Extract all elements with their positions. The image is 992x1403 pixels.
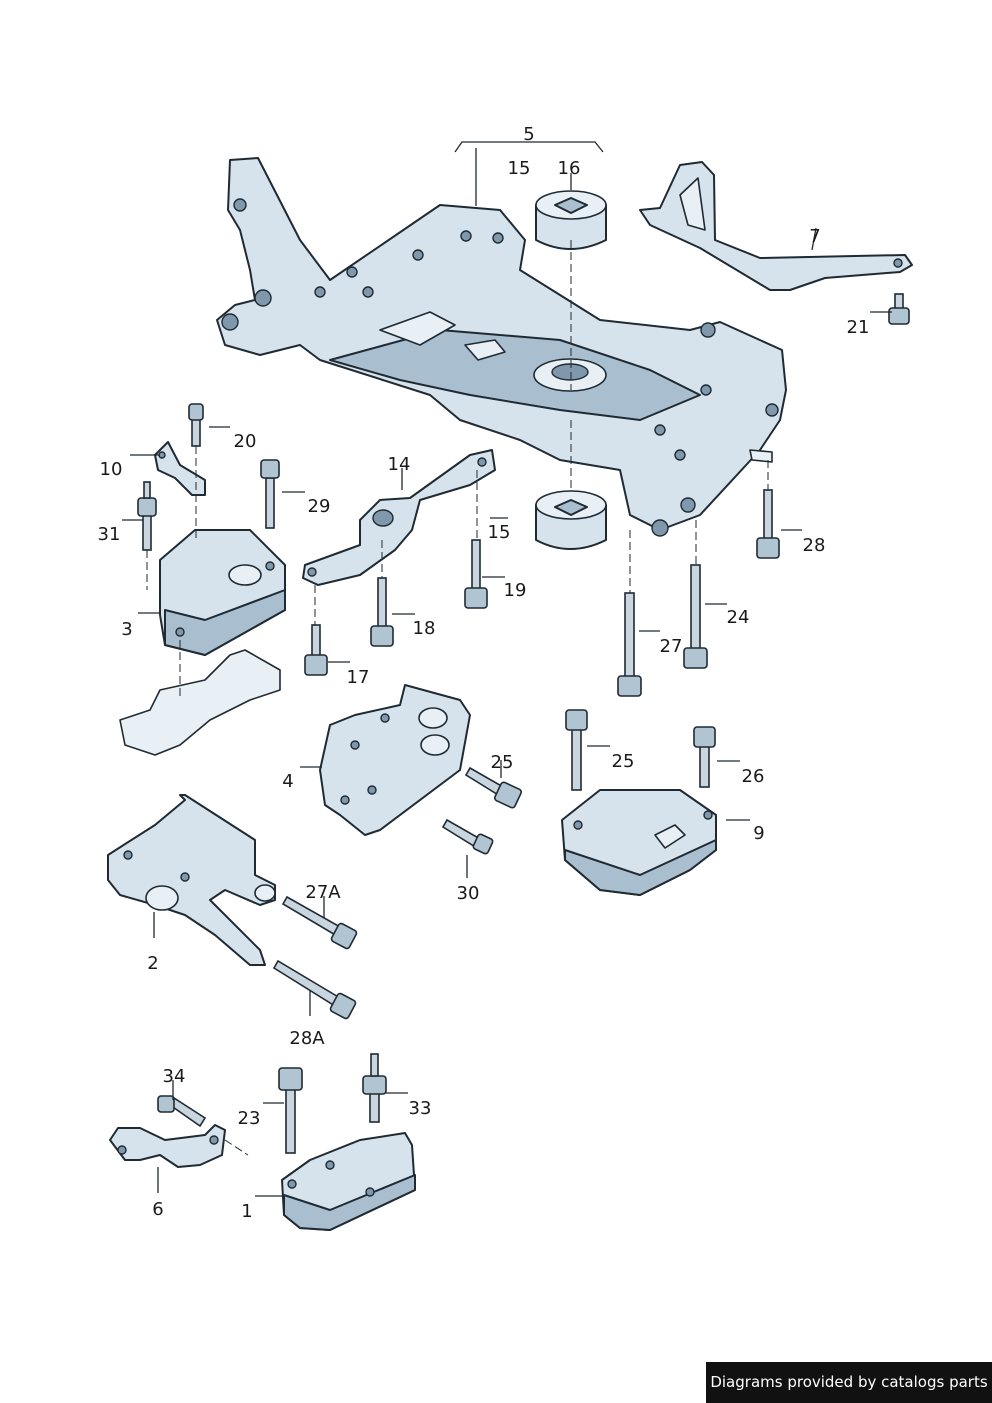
footer-credit: Diagrams provided by catalogs parts bbox=[706, 1362, 992, 1403]
bolt-part-24 bbox=[683, 564, 708, 669]
callout-28: 28 bbox=[803, 535, 826, 556]
callout-20: 20 bbox=[234, 431, 257, 452]
bolt-part-25-vertical bbox=[565, 709, 588, 791]
callout-2: 2 bbox=[147, 953, 158, 974]
bolt-part-30 bbox=[441, 818, 494, 855]
bolt-part-27 bbox=[617, 592, 642, 697]
subframe-part-5 bbox=[216, 157, 787, 537]
callout-27A: 27A bbox=[305, 882, 341, 903]
bracket-part-10 bbox=[154, 441, 206, 496]
bolt-part-25-horizontal bbox=[464, 766, 523, 809]
callout-24: 24 bbox=[727, 607, 750, 628]
callout-23: 23 bbox=[238, 1108, 261, 1129]
callout-25-horizontal: 25 bbox=[491, 752, 514, 773]
bolt-part-28A bbox=[272, 959, 357, 1020]
callout-18: 18 bbox=[413, 618, 436, 639]
callout-3: 3 bbox=[121, 619, 132, 640]
bracket-part-6 bbox=[109, 1124, 226, 1168]
callout-28A: 28A bbox=[289, 1028, 325, 1049]
callout-27: 27 bbox=[660, 636, 683, 657]
torque-arm-part-14 bbox=[302, 449, 496, 586]
callout-25-vertical: 25 bbox=[612, 751, 635, 772]
callout-6: 6 bbox=[152, 1199, 163, 1220]
gearbox-mount-part-9 bbox=[561, 789, 717, 896]
leader-lines bbox=[122, 141, 892, 1197]
callout-9: 9 bbox=[753, 823, 764, 844]
callout-1: 1 bbox=[241, 1201, 252, 1222]
bolt-part-19 bbox=[464, 539, 488, 609]
bracket-part-7 bbox=[639, 161, 913, 291]
callout-30: 30 bbox=[457, 883, 480, 904]
bushing-part-15-lower bbox=[535, 490, 607, 550]
bushing-part-16-upper bbox=[535, 190, 607, 250]
callout-33: 33 bbox=[409, 1098, 432, 1119]
callout-labels: 5 15 16 7 21 20 10 14 29 31 15 28 3 19 1… bbox=[98, 124, 870, 1222]
callout-16: 16 bbox=[558, 158, 581, 179]
callout-5: 5 bbox=[523, 124, 534, 145]
callout-34: 34 bbox=[163, 1066, 186, 1087]
callout-29: 29 bbox=[308, 496, 331, 517]
callout-10: 10 bbox=[100, 459, 123, 480]
engine-mount-part-3 bbox=[159, 529, 286, 656]
callout-26: 26 bbox=[742, 766, 765, 787]
callout-19: 19 bbox=[504, 580, 527, 601]
callout-7: 7 bbox=[809, 226, 820, 247]
bolt-part-27A bbox=[281, 895, 358, 950]
bracket-part-4 bbox=[319, 684, 471, 836]
bolt-part-33 bbox=[362, 1053, 387, 1123]
bolt-part-21 bbox=[888, 293, 910, 325]
bolt-part-34 bbox=[157, 1095, 207, 1128]
callout-21: 21 bbox=[847, 317, 870, 338]
callout-31: 31 bbox=[98, 524, 121, 545]
callout-4: 4 bbox=[282, 771, 293, 792]
callout-14: 14 bbox=[388, 454, 411, 475]
engine-mount-part-2 bbox=[107, 794, 276, 966]
bolt-part-31 bbox=[137, 481, 157, 551]
bolt-part-18 bbox=[370, 577, 394, 647]
bolt-part-26 bbox=[693, 726, 716, 788]
carrier-under-part-3 bbox=[119, 649, 281, 756]
callout-15-top: 15 bbox=[508, 158, 531, 179]
bolt-part-23 bbox=[278, 1067, 303, 1154]
bolt-part-28 bbox=[756, 489, 780, 559]
bolt-part-20 bbox=[188, 403, 204, 447]
bolt-part-29 bbox=[260, 459, 280, 529]
mount-part-1 bbox=[281, 1132, 416, 1231]
callout-15-bottom: 15 bbox=[488, 522, 511, 543]
bolt-part-17 bbox=[304, 624, 328, 676]
callout-17: 17 bbox=[347, 667, 370, 688]
